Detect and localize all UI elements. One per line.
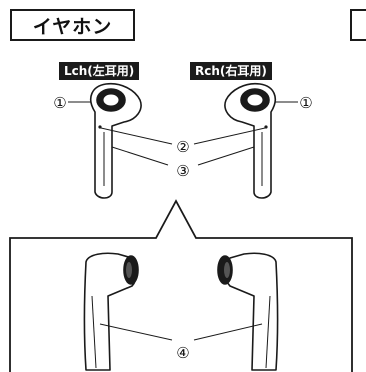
section-title: イヤホン — [10, 9, 135, 41]
callout-3-leaders — [111, 146, 255, 166]
callout-3: ③ — [176, 162, 189, 180]
left-earbud-illustration — [90, 82, 142, 199]
left-channel-label: Lch(左耳用) — [59, 62, 140, 80]
callout-1-right: ① — [299, 94, 312, 112]
left-earbud-side-view — [83, 252, 139, 371]
callout-4: ④ — [176, 344, 189, 362]
section-title-text: イヤホン — [32, 15, 113, 38]
callout-2-leaders — [100, 127, 266, 145]
zoom-callout-frame — [9, 199, 353, 372]
right-earbud-side-view — [217, 252, 279, 371]
callout-2: ② — [176, 138, 189, 156]
next-section-title-edge — [350, 9, 366, 41]
callout-4-leaders — [99, 323, 263, 341]
right-earbud-illustration — [224, 82, 276, 199]
callout-1-left: ① — [53, 94, 66, 112]
right-channel-label: Rch(右耳用) — [190, 62, 272, 80]
